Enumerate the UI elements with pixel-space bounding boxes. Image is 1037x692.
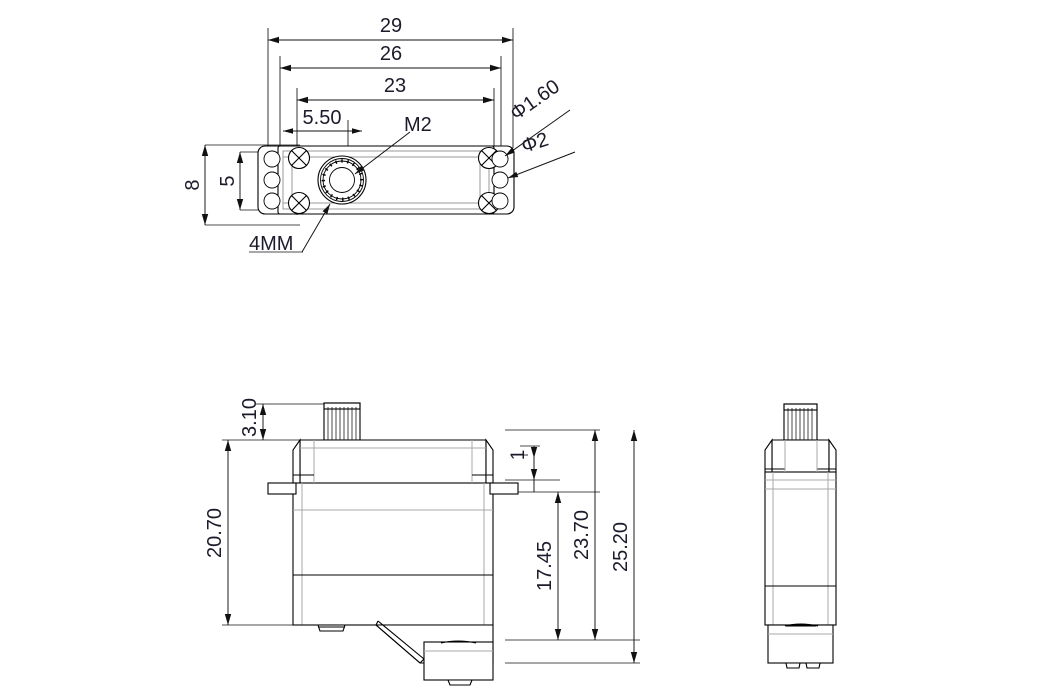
front-view: 3.10 20.70 1 17.45 23.70 25.20 [204, 398, 640, 686]
dimension-25-20-label: 25.20 [610, 522, 632, 572]
dimension-8-label: 8 [182, 179, 204, 190]
front-view-extension-lines [222, 403, 640, 664]
dimension-17-45: 17.45 [534, 492, 562, 640]
body-inner-edge [282, 150, 490, 210]
spline-bore [329, 167, 355, 193]
dimension-5-50-label: 5.50 [303, 107, 342, 129]
dimension-20-70: 20.70 [204, 440, 232, 625]
dimension-29-label: 29 [380, 15, 402, 37]
dimension-23-label: 23 [384, 75, 406, 97]
foot-nub-left [317, 624, 346, 632]
front-spline-head [323, 402, 361, 441]
screw-hole [287, 191, 311, 215]
side-body-upper [771, 439, 830, 473]
dimension-3-10: 3.10 [239, 398, 267, 440]
label-4mm: 4MM [249, 233, 293, 255]
dimension-17-45-label: 17.45 [534, 541, 556, 591]
dimension-29: 29 [268, 15, 513, 44]
right-mounting-tab [489, 482, 519, 495]
side-view [764, 403, 837, 669]
side-foot-right [805, 662, 821, 669]
body-main [292, 482, 494, 626]
side-body-main [764, 471, 837, 626]
side-bottom-boss [767, 624, 834, 664]
dimension-20-70-label: 20.70 [204, 508, 226, 558]
dimension-26-label: 26 [380, 43, 402, 65]
bottom-boss [423, 641, 494, 681]
label-m2: M2 [404, 114, 432, 136]
foot-nub-bottom [447, 679, 473, 686]
dimension-23-70-label: 23.70 [571, 510, 593, 560]
side-view-detail-lines [765, 440, 836, 625]
leader-m2: M2 [354, 114, 432, 175]
body-upper [299, 439, 487, 484]
side-foot-left [785, 662, 801, 669]
dimension-3-10-label: 3.10 [239, 398, 261, 437]
ear-holes [263, 150, 509, 210]
dimension-23-70: 23.70 [571, 430, 599, 640]
dimension-5-50: 5.50 [283, 107, 362, 134]
output-spline [317, 155, 367, 205]
front-view-body [267, 402, 519, 686]
front-view-detail-lines [293, 440, 493, 625]
dimension-5: 5 [217, 152, 244, 210]
dimension-5-label: 5 [217, 175, 239, 186]
side-spline-head [783, 403, 818, 441]
dimension-1-label: 1 [508, 450, 529, 461]
dimension-8: 8 [182, 145, 209, 225]
dimension-26: 26 [280, 43, 501, 72]
body-outline [277, 145, 495, 215]
dimension-1: 1 [508, 446, 538, 492]
dimension-23: 23 [297, 75, 494, 104]
leader-4mm: 4MM [249, 203, 331, 255]
left-mounting-tab [267, 482, 297, 495]
screw-hole [287, 146, 311, 170]
dimension-25-20: 25.20 [610, 430, 638, 663]
